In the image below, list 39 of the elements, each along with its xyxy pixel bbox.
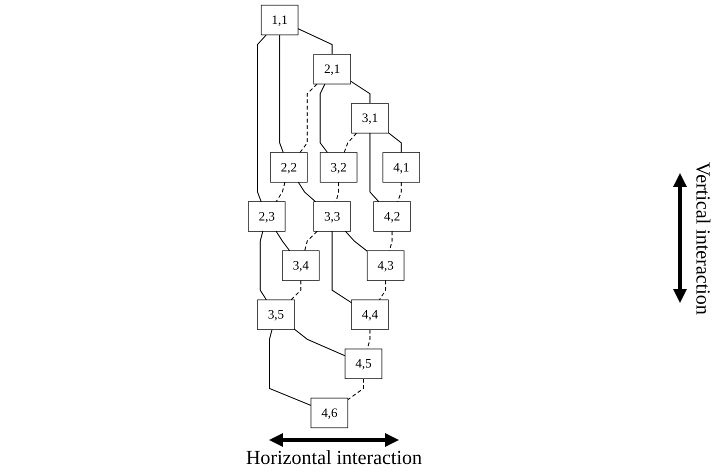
- connector: [276, 182, 286, 202]
- axis-label: Horizontal interaction: [246, 447, 422, 470]
- node-box: 3,5: [257, 300, 295, 330]
- connector: [320, 84, 328, 153]
- connector: [298, 182, 316, 202]
- connector: [294, 328, 346, 356]
- connector: [347, 378, 364, 400]
- connector: [350, 80, 370, 104]
- connector: [300, 84, 318, 153]
- node-box: 4,1: [382, 152, 420, 183]
- node-box: 4,6: [310, 398, 348, 428]
- connector: [260, 230, 267, 300]
- node-box: 2,1: [313, 54, 351, 84]
- node-box: 3,1: [351, 103, 389, 134]
- connector: [304, 230, 318, 252]
- connector: [276, 230, 290, 252]
- connector: [268, 329, 312, 406]
- axis-label: Vertical interaction: [690, 162, 714, 314]
- connector: [378, 280, 386, 300]
- connector: [345, 230, 368, 252]
- connector: [397, 182, 402, 202]
- node-box: 4,2: [373, 201, 411, 232]
- node-box: 4,3: [366, 250, 404, 281]
- node-box: 4,4: [351, 300, 389, 330]
- connector: [298, 28, 333, 55]
- connector: [279, 34, 284, 153]
- connector: [257, 34, 267, 202]
- node-box: 2,2: [270, 152, 308, 183]
- connector: [332, 230, 352, 304]
- connector: [369, 132, 380, 202]
- connector: [344, 132, 358, 153]
- connector: [290, 280, 302, 300]
- node-box: 1,1: [260, 4, 298, 36]
- node-box: 3,4: [282, 250, 320, 281]
- connector: [388, 132, 402, 153]
- node-box: 4,5: [344, 348, 382, 380]
- node-box: 3,3: [313, 201, 351, 232]
- node-box: 3,2: [320, 152, 358, 183]
- node-box: 2,3: [248, 201, 286, 232]
